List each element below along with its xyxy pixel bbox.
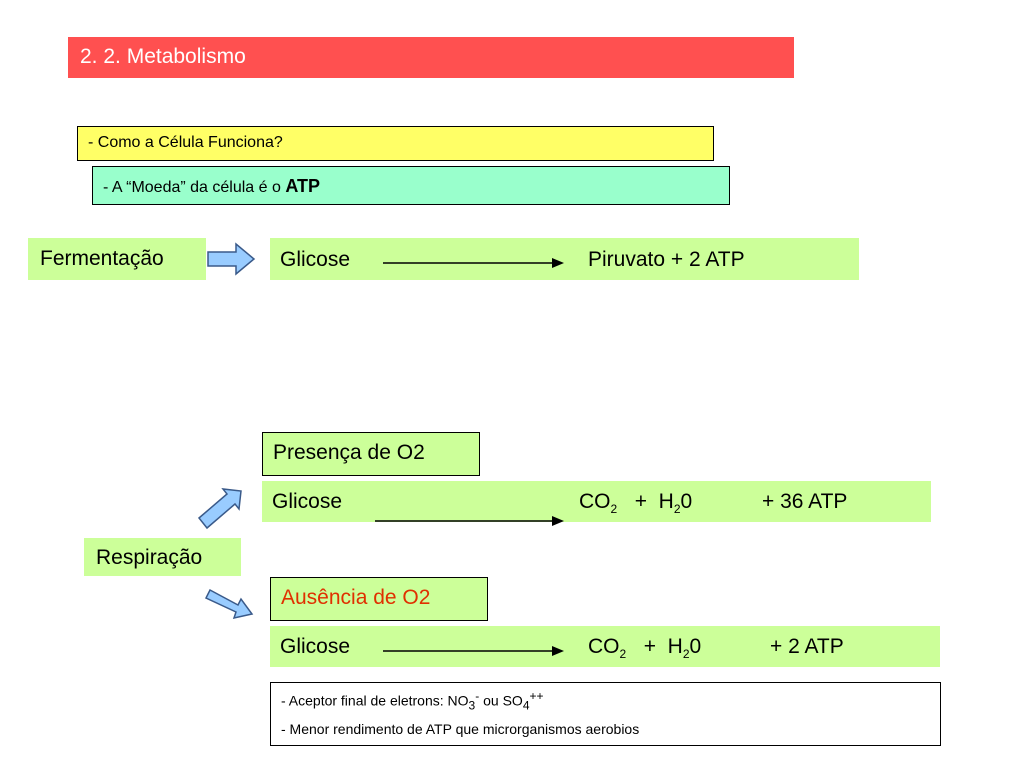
notes-box: - Aceptor final de eletrons: NO3- ou SO4…	[270, 682, 941, 746]
page-title: 2. 2. Metabolismo	[68, 37, 794, 78]
respiracao-label: Respiração	[84, 538, 241, 576]
question-box: - Como a Célula Funciona?	[77, 126, 714, 161]
aerobic-products: CO2 + H20	[579, 490, 693, 517]
aerobic-diagonal-arrow-icon	[197, 488, 242, 530]
fermentacao-substrate: Glicose	[280, 248, 351, 271]
note-yield: - Menor rendimento de ATP que microrgani…	[281, 721, 640, 737]
anaerobic-products: CO2 + H20	[588, 635, 702, 662]
aerobic-condition-label: Presença de O2	[262, 432, 480, 476]
aerobic-atp: + 36 ATP	[762, 490, 848, 513]
anaerobic-equation: Glicose CO2 + H20 + 2 ATP	[270, 626, 940, 667]
aerobic-substrate: Glicose	[272, 490, 343, 513]
atp-currency-text: - A “Moeda” da célula é o	[103, 179, 286, 196]
atp-currency-bold: ATP	[285, 176, 320, 196]
anaerobic-atp: + 2 ATP	[770, 635, 844, 658]
fermentacao-label: Fermentação	[28, 238, 206, 280]
aerobic-reaction-arrow-icon	[375, 516, 564, 526]
atp-currency-box: - A “Moeda” da célula é o ATP	[92, 166, 730, 205]
anaerobic-substrate: Glicose	[280, 635, 351, 658]
fermentacao-equation: Glicose Piruvato + 2 ATP	[270, 238, 859, 280]
anaerobic-condition-label: Ausência de O2	[270, 577, 488, 621]
anaerobic-diagonal-arrow-icon	[204, 588, 254, 620]
aerobic-equation: Glicose CO2 + H20 + 36 ATP	[262, 481, 931, 522]
fermentacao-product: Piruvato + 2 ATP	[588, 248, 745, 271]
note-acceptor: - Aceptor final de eletrons: NO3- ou SO4…	[281, 689, 544, 713]
anaerobic-reaction-arrow-icon	[383, 646, 564, 656]
fermentacao-reaction-arrow-icon	[383, 258, 564, 268]
fermentacao-block-arrow-icon	[207, 242, 256, 276]
